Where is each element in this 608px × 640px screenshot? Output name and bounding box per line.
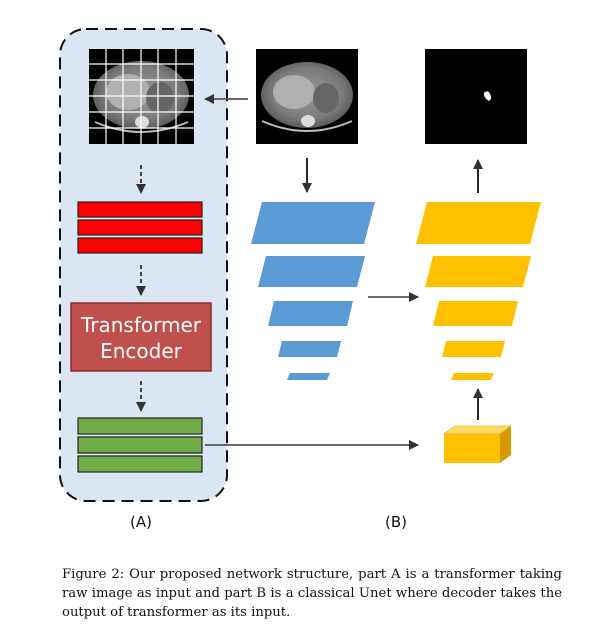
decoder-level-4 — [442, 341, 505, 357]
encoder-level-1 — [251, 202, 375, 244]
encoder-level-4 — [278, 341, 341, 357]
part-a-panel — [59, 28, 228, 502]
input-token-stack — [77, 201, 203, 254]
encoder-label-line1: Transformer — [80, 313, 202, 337]
bottleneck-feature-cube — [443, 425, 512, 463]
decoder-level-3 — [433, 301, 518, 326]
encoder-level-2 — [258, 256, 365, 287]
output-token-stack — [77, 417, 203, 473]
segmentation-mask — [425, 49, 527, 144]
decoder-level-1 — [416, 202, 541, 244]
patched-ct-image — [89, 49, 194, 144]
transformer-encoder-box: Transformer Encoder — [70, 302, 212, 372]
network-diagram: Transformer Encoder — [59, 28, 541, 502]
part-a-label: (A) — [130, 513, 152, 531]
raw-ct-image — [256, 49, 358, 144]
encoder-label-line2: Encoder — [100, 339, 183, 363]
part-b-label: (B) — [385, 513, 407, 531]
decoder-level-5 — [451, 373, 494, 380]
figure-caption: Figure 2: Our proposed network structure… — [62, 567, 562, 620]
decoder-level-2 — [425, 256, 531, 287]
encoder-level-3 — [268, 301, 353, 326]
encoder-level-5 — [287, 373, 330, 380]
unet-encoder-pyramid — [251, 202, 375, 380]
unet-decoder-pyramid — [416, 202, 541, 380]
